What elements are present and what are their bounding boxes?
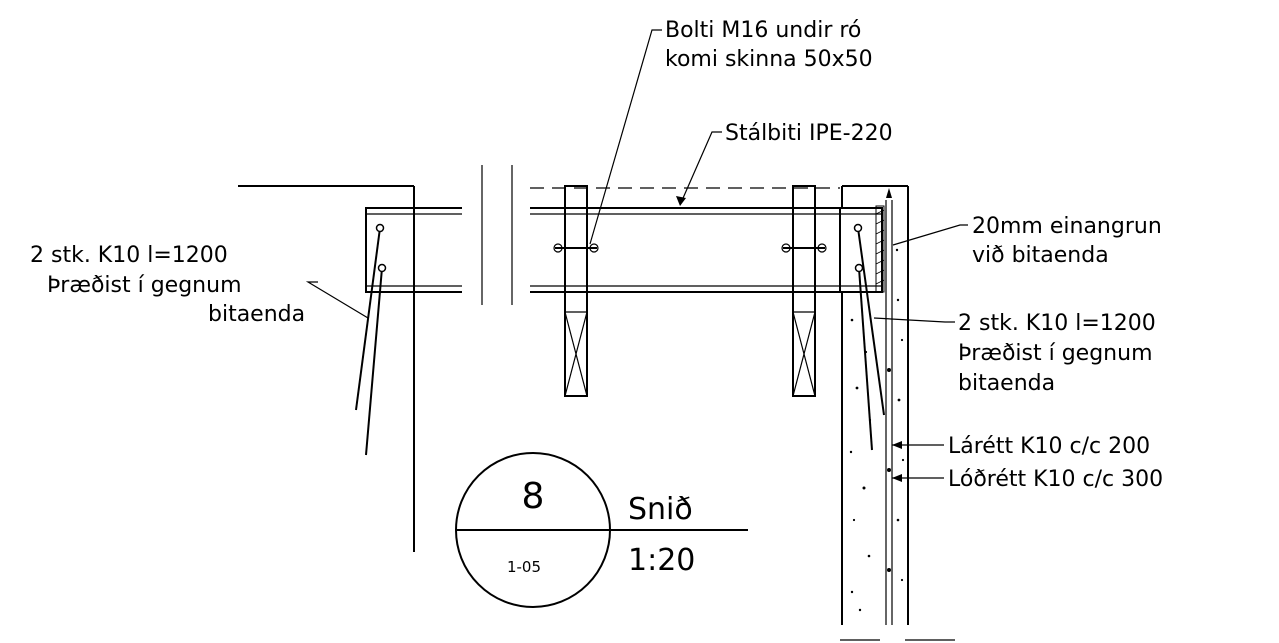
- rebar-right-pair: [853, 223, 885, 451]
- label-right-rebar-line1: 2 stk. K10 l=1200: [958, 311, 1156, 336]
- label-bolt-line1: Bolti M16 undir ró: [665, 18, 861, 43]
- label-left-rebar-line1: 2 stk. K10 l=1200: [30, 243, 228, 268]
- detail-number: 8: [522, 476, 545, 517]
- section-title: Snið: [628, 492, 693, 527]
- left-slab: [238, 185, 415, 552]
- label-vertical-rebar: Lóðrétt K10 c/c 300: [948, 467, 1163, 492]
- bolt-left: [553, 243, 599, 253]
- rebar-left-pair: [355, 223, 387, 456]
- drawing-scale: 1:20: [628, 543, 695, 578]
- annotation-labels: Bolti M16 undir ró komi skinna 50x50 Stá…: [30, 18, 1163, 492]
- leader-lines: [305, 29, 968, 482]
- label-bolt-line2: komi skinna 50x50: [665, 47, 873, 72]
- break-lines: [481, 165, 513, 305]
- detail-title-block: 8 1-05 Snið 1:20: [455, 452, 748, 608]
- concrete-wall: [841, 185, 909, 625]
- bolt-right: [781, 243, 827, 253]
- label-right-rebar-line2: Þræðist í gegnum: [958, 341, 1153, 366]
- label-right-rebar-line3: bitaenda: [958, 371, 1055, 396]
- label-beam: Stálbiti IPE-220: [725, 121, 893, 146]
- label-left-rebar-line2: Þræðist í gegnum: [47, 273, 242, 298]
- timber-batten-left: [564, 185, 588, 397]
- label-left-rebar-line3: bitaenda: [208, 302, 305, 327]
- timber-batten-right: [792, 185, 816, 397]
- sheet-reference: 1-05: [507, 558, 541, 576]
- label-insulation-line2: við bitaenda: [972, 243, 1109, 268]
- steel-beam: [365, 187, 883, 293]
- label-insulation-line1: 20mm einangrun: [972, 214, 1162, 239]
- label-horizontal-rebar: Lárétt K10 c/c 200: [948, 434, 1150, 459]
